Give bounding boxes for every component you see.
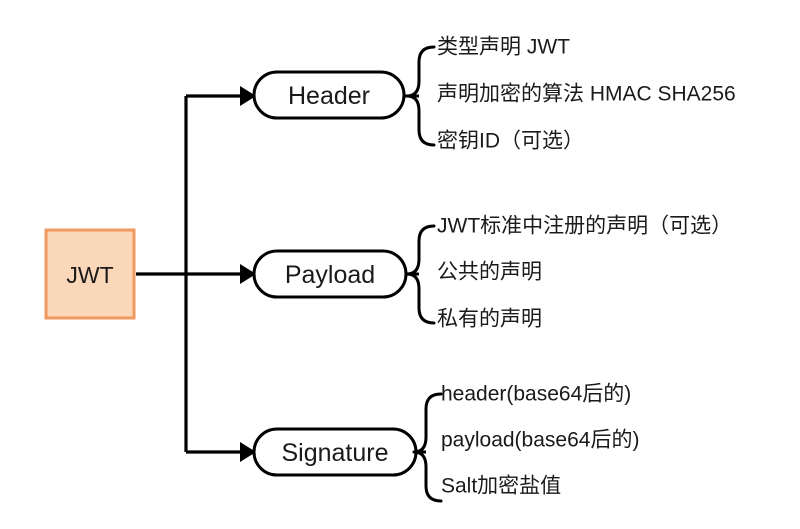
leaf-label-payload-0: JWT标准中注册的声明（可选） — [437, 215, 732, 238]
branch-header: Header 类型声明 JWT 声明加密的算法 HMAC SHA256 密钥ID… — [252, 36, 736, 153]
node-label-signature: Signature — [281, 439, 388, 467]
brace-payload — [405, 224, 436, 325]
arrowhead-signature — [240, 442, 256, 462]
arrowhead-header — [240, 86, 256, 106]
branch-payload: Payload JWT标准中注册的声明（可选） 公共的声明 私有的声明 — [252, 215, 732, 331]
root-node-jwt[interactable]: JWT — [44, 228, 136, 320]
brace-header — [405, 45, 436, 147]
root-node-box — [44, 228, 136, 320]
leaf-label-signature-2: Salt加密盐值 — [441, 475, 561, 498]
arrowhead-payload — [240, 264, 256, 284]
root-node-label: JWT — [66, 262, 113, 288]
brace-signature — [412, 392, 443, 503]
branch-signature: Signature header(base64后的) payload(base6… — [252, 383, 639, 503]
leaf-label-signature-0: header(base64后的) — [441, 383, 631, 406]
leaf-label-payload-2: 私有的声明 — [437, 308, 542, 331]
leaf-label-header-2: 密钥ID（可选） — [437, 130, 584, 153]
connector-edges — [136, 86, 256, 462]
leaf-label-payload-1: 公共的声明 — [437, 261, 542, 284]
node-label-payload: Payload — [285, 261, 375, 289]
leaf-label-header-0: 类型声明 JWT — [437, 36, 570, 59]
leaf-label-header-1: 声明加密的算法 HMAC SHA256 — [437, 83, 736, 106]
leaf-label-signature-1: payload(base64后的) — [441, 429, 639, 452]
node-label-header: Header — [288, 82, 370, 110]
